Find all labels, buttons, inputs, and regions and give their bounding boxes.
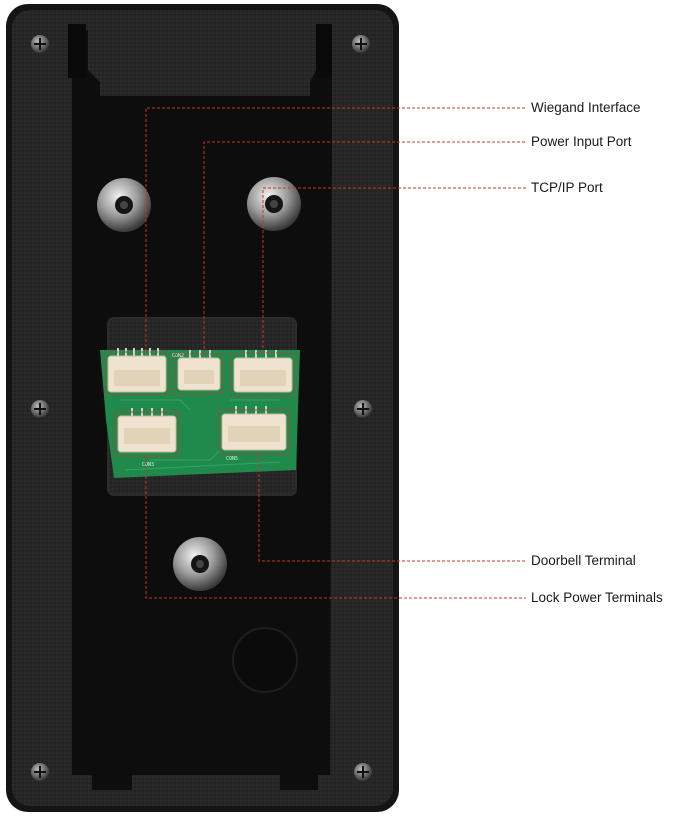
screw-middle-right bbox=[354, 400, 372, 418]
pcb-label-con5: CON5 bbox=[226, 456, 238, 462]
top-tab-right bbox=[316, 24, 332, 78]
screw-middle-left bbox=[31, 400, 49, 418]
mounting-post-left bbox=[97, 178, 151, 232]
highlight-wiegand bbox=[104, 351, 170, 396]
callout-lock-power-terminals: Lock Power Terminals bbox=[531, 590, 663, 605]
connector-power-input bbox=[177, 350, 221, 391]
leader-doorbell bbox=[258, 454, 526, 562]
screw-bottom-right bbox=[354, 763, 372, 781]
screw-bottom-left bbox=[31, 763, 49, 781]
leader-tcp-ip bbox=[262, 187, 526, 353]
leader-lock-power bbox=[145, 456, 526, 599]
screw-top-left bbox=[31, 35, 49, 53]
mounting-post-bottom bbox=[173, 537, 227, 591]
connector-lock-power bbox=[117, 408, 177, 453]
callout-wiegand-interface: Wiegand Interface bbox=[531, 100, 641, 115]
pcb-traces bbox=[120, 399, 281, 471]
top-tab-left bbox=[68, 24, 86, 78]
callout-power-input-port: Power Input Port bbox=[531, 134, 632, 149]
screw-top-right bbox=[352, 35, 370, 53]
callout-doorbell-terminal: Doorbell Terminal bbox=[531, 553, 636, 568]
leader-power-input bbox=[203, 141, 526, 354]
pcb-label-con2: CON2 bbox=[172, 353, 184, 359]
highlight-lock-power bbox=[114, 411, 180, 457]
connector-tcp-ip bbox=[233, 350, 293, 393]
callout-tcp-ip-port: TCP/IP Port bbox=[531, 180, 603, 195]
highlight-doorbell bbox=[218, 409, 290, 455]
leader-wiegand bbox=[145, 107, 526, 352]
highlight-power-input bbox=[174, 353, 224, 395]
connector-doorbell bbox=[221, 406, 287, 451]
mounting-post-right bbox=[247, 177, 301, 231]
speaker-indent bbox=[232, 627, 298, 693]
pcb-label-con3: CON3 bbox=[142, 462, 154, 468]
